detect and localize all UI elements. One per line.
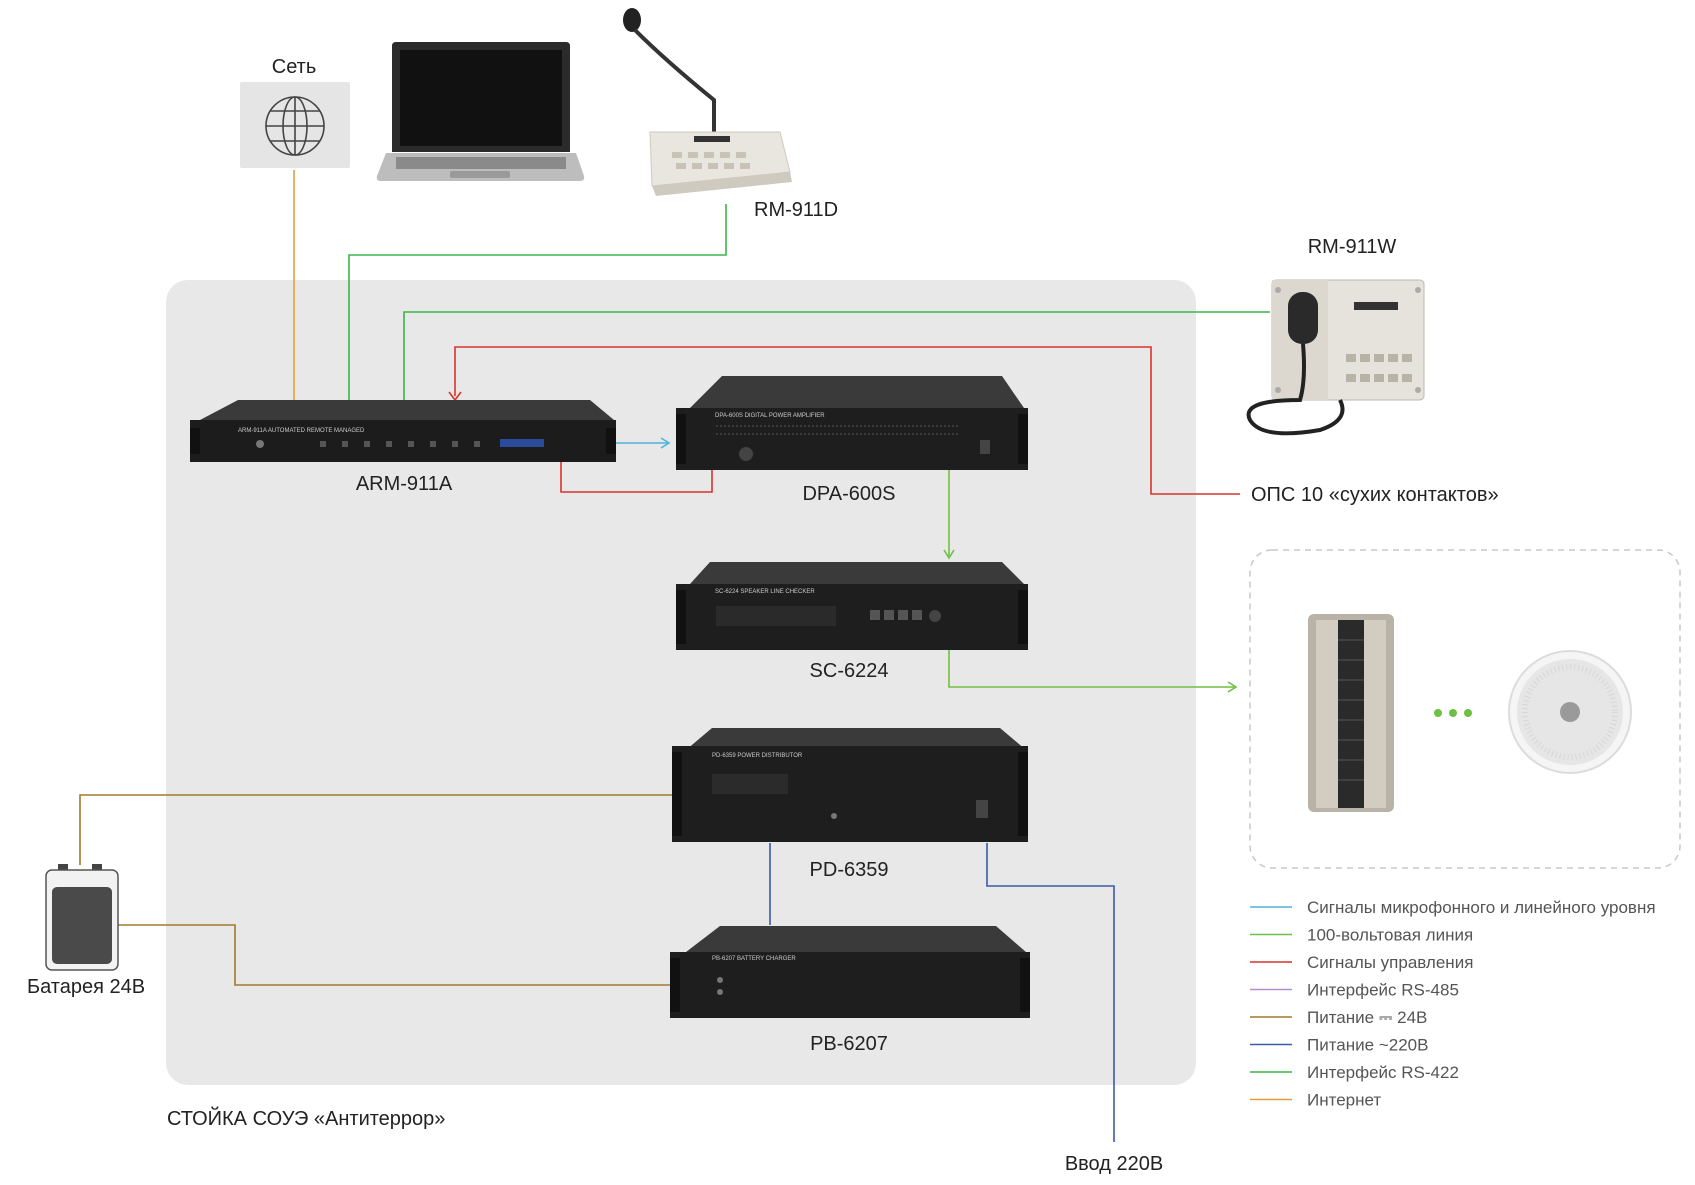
legend-label: Сигналы микрофонного и линейного уровня	[1307, 898, 1656, 917]
ellipsis-dots	[1434, 709, 1472, 717]
arrow-100v-speakers	[1227, 681, 1238, 693]
rack-background	[166, 280, 1196, 1085]
arm911a-label: ARM-911A	[356, 473, 453, 495]
network-label: Сеть	[272, 56, 316, 78]
line-control-ops	[454, 346, 1240, 495]
legend-label: Интернет	[1307, 1091, 1381, 1110]
rm911d-label: RM-911D	[754, 199, 838, 221]
legend-label: Интерфейс RS-422	[1307, 1063, 1459, 1082]
wall-microphone-station-icon	[1246, 279, 1425, 436]
arrow-100v-sc	[943, 549, 955, 560]
arrow-audio-dpa	[660, 437, 671, 449]
speakers-zone	[1249, 549, 1681, 869]
ceiling-speaker-icon	[1508, 650, 1632, 774]
pb6207-device: PB-6207 BATTERY CHARGER	[670, 926, 1030, 1018]
pd-title-text: PD-6359 POWER DISTRIBUTOR	[712, 753, 803, 759]
line-24v-pb-battery	[118, 924, 670, 986]
laptop-icon	[376, 42, 585, 181]
line-220v-mains	[986, 843, 1115, 1142]
line-100v-sc-speakers	[948, 650, 1234, 688]
dpa-title-text: DPA-600S DIGITAL POWER AMPLIFIER	[715, 413, 825, 419]
rack-label: СТОЙКА СОУЭ «Антитеррор»	[167, 1106, 445, 1130]
battery-icon	[45, 864, 119, 971]
legend: Сигналы микрофонного и линейного уровня 1…	[1250, 898, 1656, 1110]
globe-icon	[265, 96, 325, 156]
dpa600s-device: DPA-600S DIGITAL POWER AMPLIFIER	[676, 376, 1028, 470]
line-24v-pd-battery	[79, 794, 672, 865]
line-control-arm-dpa	[560, 462, 713, 493]
ops-label: ОПС 10 «сухих контактов»	[1251, 484, 1499, 506]
pd6359-label: PD-6359	[810, 859, 889, 881]
sc-title-text: SC-6224 SPEAKER LINE CHECKER	[715, 589, 815, 595]
column-speaker-icon	[1308, 614, 1394, 812]
legend-label: Питание ~220В	[1307, 1036, 1428, 1055]
microphone-console-icon	[623, 8, 792, 196]
sc6224-device: SC-6224 SPEAKER LINE CHECKER	[676, 562, 1028, 650]
arm-title-text: ARM-911A AUTOMATED REMOTE MANAGED	[238, 428, 365, 434]
mains-input-label: Ввод 220В	[1065, 1153, 1163, 1175]
arm911a-device: ARM-911A AUTOMATED REMOTE MANAGED	[190, 400, 616, 462]
rm911w-label: RM-911W	[1308, 236, 1397, 258]
legend-label: Питание ⎓ 24В	[1307, 1008, 1427, 1027]
pb-title-text: PB-6207 BATTERY CHARGER	[712, 956, 796, 962]
legend-label: Интерфейс RS-485	[1307, 981, 1459, 1000]
legend-label: 100-вольтовая линия	[1307, 926, 1473, 945]
line-rs422-rm911d	[348, 204, 727, 402]
dpa600s-label: DPA-600S	[802, 483, 895, 505]
pb6207-label: PB-6207	[810, 1033, 888, 1055]
sc6224-label: SC-6224	[810, 660, 889, 682]
line-rs422-rm911w	[403, 311, 1270, 402]
legend-label: Сигналы управления	[1307, 953, 1473, 972]
battery-label: Батарея 24В	[27, 976, 145, 998]
pd6359-device: PD-6359 POWER DISTRIBUTOR	[672, 728, 1028, 842]
